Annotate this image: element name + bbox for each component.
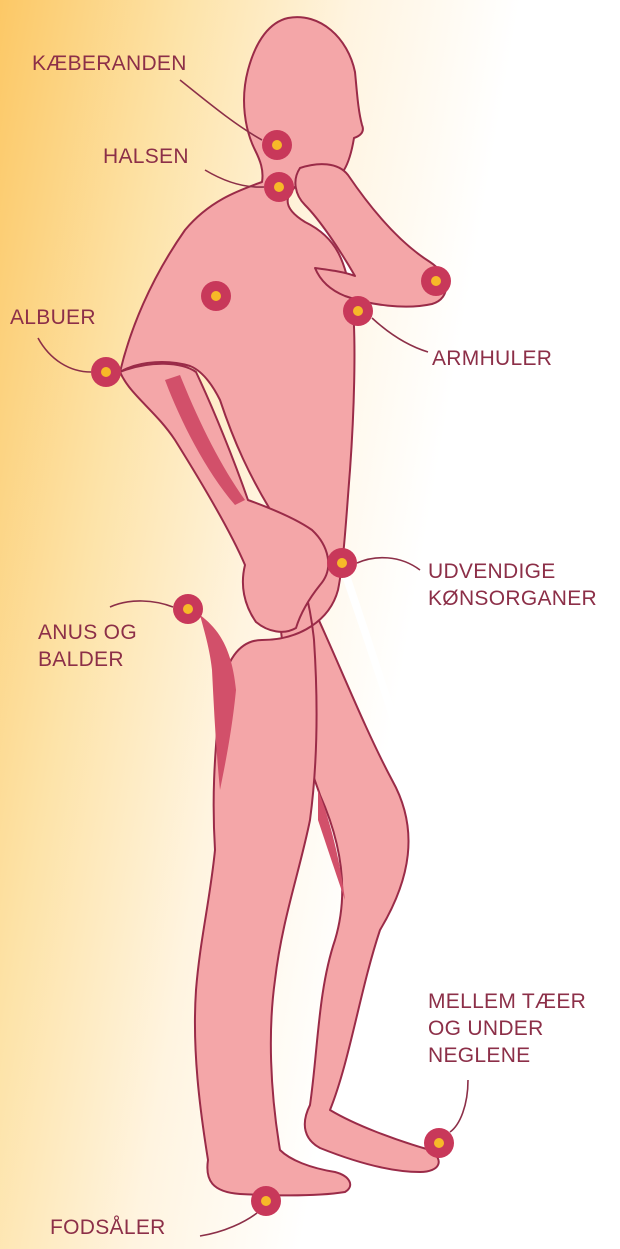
label-anus: ANUS OG BALDER [38, 619, 137, 673]
label-elbows: ALBUER [10, 304, 96, 331]
leader-line-elbows [38, 338, 91, 372]
label-toes: MELLEM TÆER OG UNDER NEGLENE [428, 988, 586, 1069]
label-genitals: UDVENDIGE KØNSORGANER [428, 558, 597, 612]
leader-line-armpits [372, 318, 428, 352]
leader-line-neck [205, 170, 264, 187]
label-soles: FODSÅLER [50, 1214, 166, 1241]
leader-line-soles [200, 1213, 257, 1236]
label-armpits: ARMHULER [432, 345, 552, 372]
marker-jaw-icon [262, 130, 292, 160]
leader-line-jaw [180, 80, 262, 140]
leader-line-anus [110, 601, 173, 607]
label-neck: HALSEN [103, 143, 189, 170]
marker-armpits-icon [343, 296, 373, 326]
marker-neck-icon [264, 172, 294, 202]
marker-armpit-left-icon [201, 281, 231, 311]
leader-line-genitals [357, 558, 420, 570]
marker-elbows-icon [91, 357, 121, 387]
marker-anus-icon [173, 594, 203, 624]
leader-line-toes [450, 1080, 468, 1132]
marker-soles-icon [251, 1186, 281, 1216]
marker-elbow-right-icon [421, 266, 451, 296]
marker-toes-icon [424, 1128, 454, 1158]
label-jaw: KÆBERANDEN [32, 50, 187, 77]
marker-genitals-icon [327, 548, 357, 578]
